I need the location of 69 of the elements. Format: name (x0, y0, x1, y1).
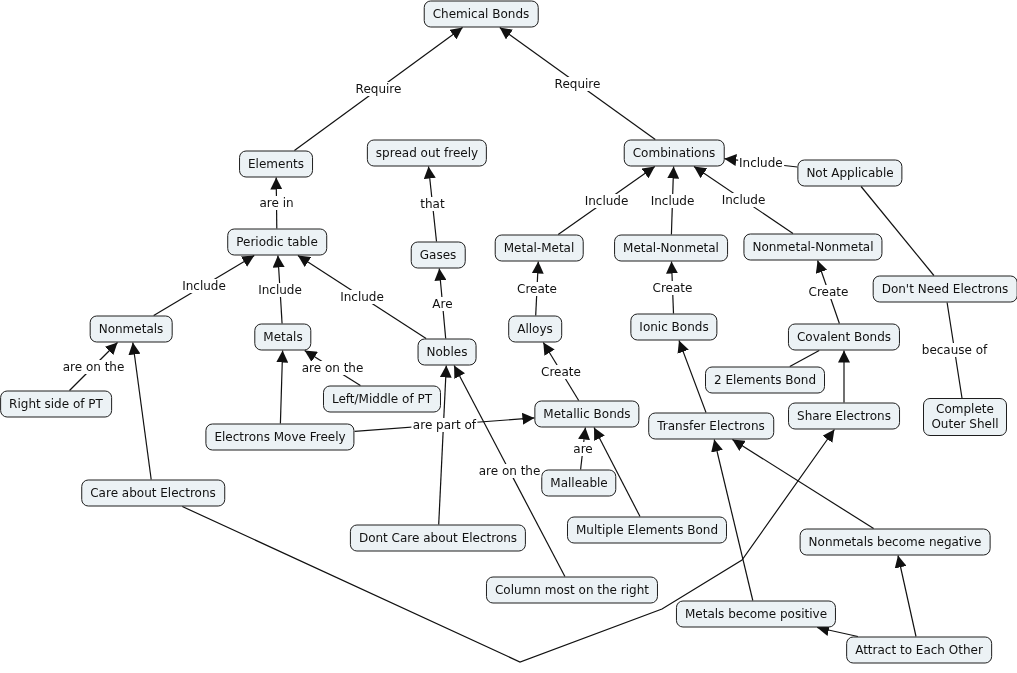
edge-label: Are (431, 296, 454, 311)
concept-box: Combinations (623, 139, 725, 167)
edge-label: are on the (61, 359, 126, 374)
edge-label: Include (257, 282, 303, 297)
edge-label: Include (720, 193, 767, 207)
concept-box: Malleable (541, 469, 617, 497)
edge-label: Create (516, 281, 558, 296)
edge-label: Require (354, 82, 403, 96)
concept-box: Nobles (417, 338, 477, 366)
concept-box: Ionic Bonds (630, 313, 718, 341)
connector-arrow (293, 26, 464, 152)
concept-box: Metal-Metal (494, 234, 584, 262)
edge-label: Include (583, 193, 630, 208)
concept-box: Share Electrons (788, 402, 900, 430)
concept-box: Not Applicable (797, 159, 903, 187)
connector-arrow (181, 428, 835, 663)
edge-label: are part of (411, 417, 478, 432)
concept-box: spread out freely (366, 139, 488, 167)
concept-box: Column most on the right (486, 576, 658, 604)
concept-box: Don't Need Electrons (872, 275, 1017, 303)
concept-box: Dont Care about Electrons (349, 524, 527, 552)
edge-label: Create (651, 280, 694, 295)
concept-box: Multiple Elements Bond (567, 516, 727, 544)
connector-arrow (128, 341, 152, 481)
edge-label: Include (181, 278, 227, 293)
edge-label: Include (339, 290, 385, 304)
edge-label: because of (920, 343, 989, 358)
connector-arrow (731, 438, 875, 530)
edge-label: are (572, 441, 594, 456)
concept-box: Attract to Each Other (846, 636, 992, 664)
concept-box: Alloys (508, 315, 562, 343)
concept-box: Periodic table (227, 228, 327, 256)
edge-label: are in (258, 196, 295, 210)
edge-label: Include (738, 155, 784, 170)
concept-box: Left/Middle of PT (323, 385, 441, 413)
concept-box: Elements (239, 150, 313, 178)
concept-box: Right side of PT (0, 390, 112, 418)
connector-arrow (593, 426, 641, 518)
edge-label: Create (807, 285, 850, 299)
edge-label: are on the (300, 361, 365, 375)
concept-box: Metals become positive (675, 600, 837, 628)
concept-box: Transfer Electrons (648, 412, 774, 440)
connector-arrow (276, 349, 289, 425)
connector-arrow (894, 554, 917, 638)
concept-box: Metallic Bonds (534, 400, 640, 428)
edge-label: Require (553, 76, 602, 91)
connector-arrow (711, 438, 754, 602)
edge-label: Include (649, 193, 696, 208)
edge-label: are on the (477, 464, 542, 478)
concept-box: Care about Electrons (81, 479, 225, 507)
concept-box: Nonmetals become negative (799, 528, 991, 556)
edge-label: Create (540, 364, 582, 379)
connector-arrow (838, 349, 850, 404)
concept-box: Metals (254, 323, 312, 351)
concept-box: 2 Elements Bond (705, 366, 825, 394)
concept-box: Covalent Bonds (787, 323, 901, 351)
concept-box: Chemical Bonds (423, 0, 539, 28)
connector-arrow (438, 364, 452, 526)
connector-arrow (677, 339, 707, 414)
connector-arrow (499, 26, 656, 141)
concept-box: Electrons Move Freely (205, 423, 355, 451)
concept-box: Metal-Nonmetal (614, 234, 728, 262)
edge-label: that (419, 197, 446, 211)
connector-arrow (434, 267, 447, 340)
concept-box: Nonmetal-Nonmetal (743, 233, 883, 261)
connector-arrow (453, 364, 566, 578)
concept-box: Nonmetals (89, 315, 173, 343)
concept-box: Gases (410, 241, 466, 269)
concept-box: Complete Outer Shell (923, 398, 1007, 436)
